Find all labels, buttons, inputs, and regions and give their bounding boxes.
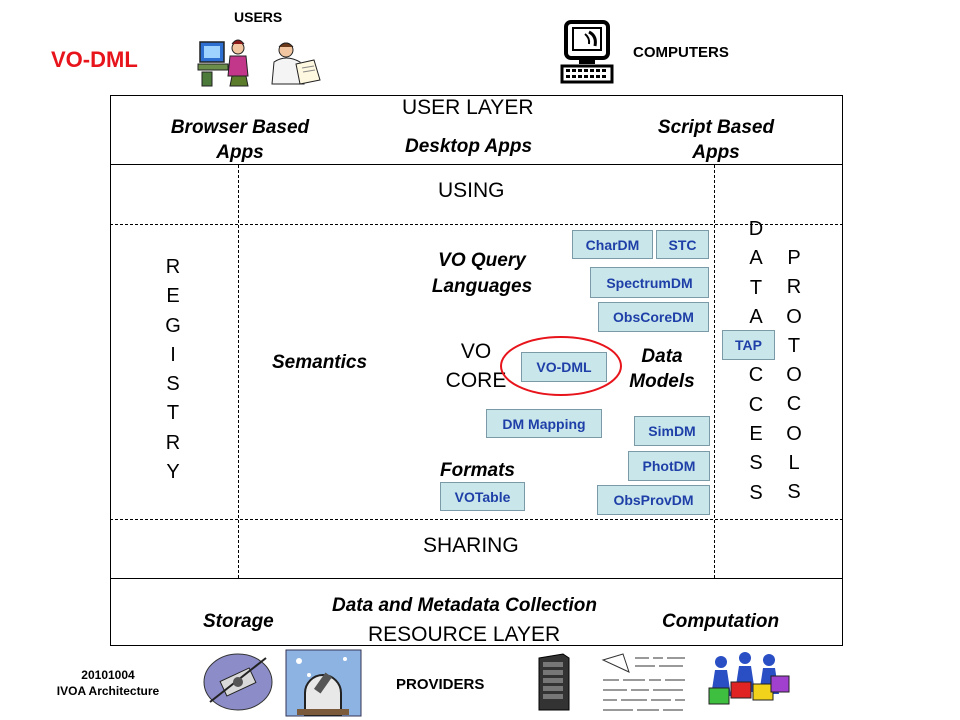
vodml-box: VO-DML [521,352,607,382]
browser-apps-label: Browser Based Apps [150,115,330,165]
simdm-box: SimDM [634,416,710,446]
data-access-letter: A [749,305,763,328]
query-languages-label: VO Query Languages [412,248,552,300]
data-models-label: Data Models [612,344,712,394]
sharing-divider [110,519,843,520]
obscoredm-box: ObsCoreDM [598,302,709,332]
vo-core-line1: VO [460,340,492,363]
stc-box: STC [656,230,709,259]
obsprovdm-box: ObsProvDM [597,485,710,515]
script-apps-line1: Script Based [657,117,775,138]
user-reading-icon [271,42,321,85]
data-access-label: D A T A A C C E S S [744,215,768,508]
script-apps-line2: Apps [692,142,740,163]
page-title: VO-DML [51,47,138,72]
protocols-divider [714,165,715,578]
observatory-icon [285,649,362,717]
user-at-computer-icon [197,39,249,87]
server-icon [538,653,570,711]
registry-letter: T [166,402,180,425]
script-apps-label: Script Based Apps [626,115,806,165]
semantics-label: Semantics [272,352,368,373]
footer-caption: 20101004 IVOA Architecture [40,667,176,699]
data-access-letter: C [748,364,764,387]
providers-label: PROVIDERS [396,676,485,693]
browser-apps-line1: Browser Based [170,117,310,138]
registry-divider [238,165,239,578]
data-access-letter: S [749,481,763,504]
protocols-label: P R O T O C O L S [782,244,806,508]
using-label: USING [438,179,505,202]
data-access-letter: S [749,452,763,475]
data-access-letter: D [748,218,764,240]
spectrumdm-box: SpectrumDM [590,267,709,298]
user-layer-title: USER LAYER [402,96,534,119]
protocols-letter: O [786,422,802,445]
protocols-letter: T [787,334,801,357]
registry-letter: E [166,285,180,308]
protocols-letter: P [787,247,801,269]
equations-icon [601,653,685,711]
sharing-label: SHARING [423,534,519,557]
architecture-frame [110,95,843,646]
registry-letter: R [165,256,181,278]
users-label: USERS [234,9,283,25]
using-divider [110,224,843,225]
votable-box: VOTable [440,482,525,511]
registry-letter: S [166,373,180,396]
data-models-line1: Data [641,346,683,367]
data-models-line2: Models [629,371,695,392]
data-access-letter: A [749,247,763,270]
satellite-icon [203,653,273,711]
desktop-apps-label: Desktop Apps [405,136,533,157]
protocols-letter: L [788,452,800,475]
query-languages-line1: VO Query [438,250,526,271]
vo-core-line2: CORE [445,369,507,392]
query-languages-line2: Languages [431,276,533,297]
footer-subtitle: IVOA Architecture [56,684,160,698]
computation-label: Computation [662,611,780,632]
browser-apps-line2: Apps [216,142,264,163]
vo-core-label: VO CORE [426,337,526,395]
collection-label: Data and Metadata Collection [332,595,597,616]
tap-box: TAP [722,330,775,360]
data-access-letter: C [748,393,764,416]
registry-label: R E G I S T R Y [161,253,185,487]
storage-label: Storage [203,611,274,632]
user-layer-divider [110,164,843,165]
dm-mapping-box: DM Mapping [486,409,602,438]
protocols-letter: O [786,364,802,387]
chardm-box: CharDM [572,230,653,259]
resource-layer-title: RESOURCE LAYER [368,623,561,646]
registry-letter: G [165,314,181,337]
data-access-letter: E [749,423,763,446]
registry-letter: I [170,343,176,366]
protocols-letter: S [787,481,801,504]
registry-letter: Y [166,461,180,484]
protocols-letter: C [786,393,802,416]
footer-date: 20101004 [81,668,135,682]
computers-label: COMPUTERS [633,44,729,61]
formats-label: Formats [440,460,515,481]
protocols-letter: R [786,276,802,299]
protocols-letter: O [786,305,802,328]
registry-letter: R [165,431,181,454]
teamwork-puzzle-icon [708,652,790,705]
resource-layer-divider [110,578,843,579]
vodml-highlight-ellipse [500,336,622,396]
computer-icon [560,20,614,84]
photdm-box: PhotDM [628,451,710,481]
data-access-letter: T [749,276,763,299]
